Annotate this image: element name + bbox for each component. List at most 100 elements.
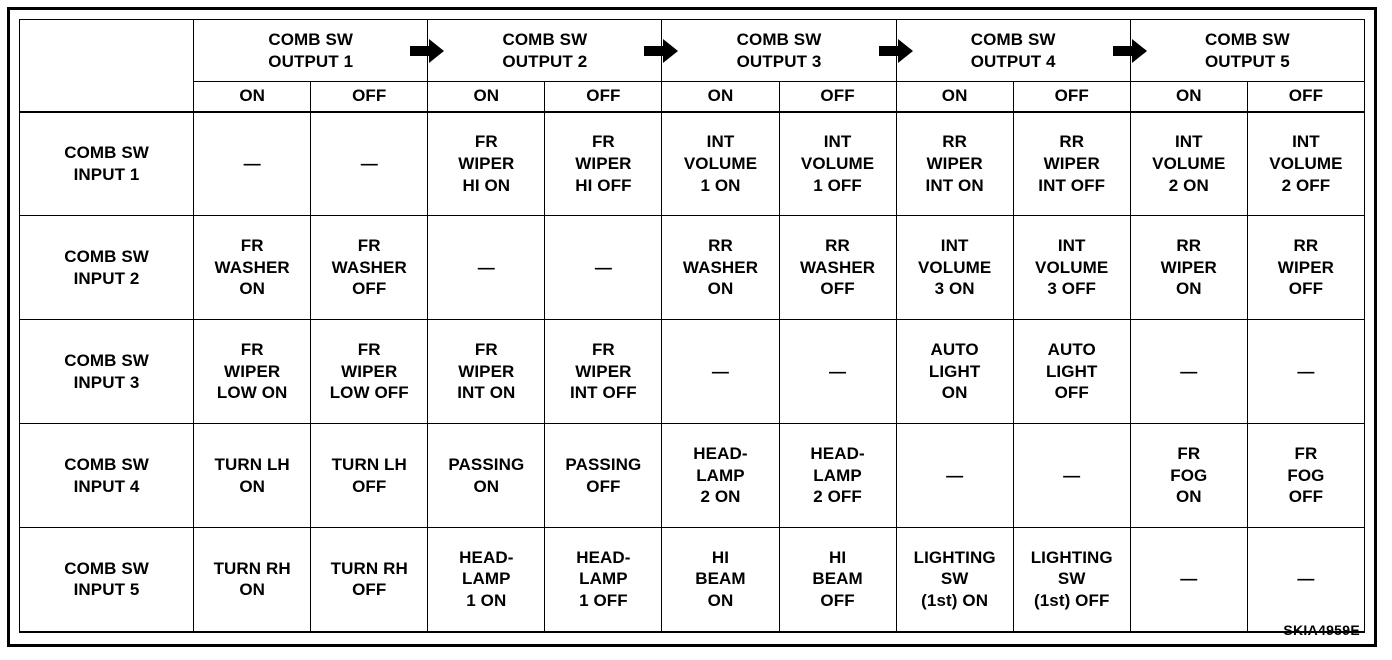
matrix-cell-line: WIPER	[341, 361, 398, 381]
matrix-cell-line: PASSING	[565, 454, 642, 474]
matrix-cell-line: WASHER	[799, 257, 876, 277]
column-group-title-line2: OUTPUT 1	[268, 51, 354, 71]
matrix-cell-line: INT OFF	[569, 383, 637, 403]
matrix-cell-line: 2 ON	[1168, 175, 1209, 195]
matrix-cell-line: LIGHT	[1045, 361, 1098, 381]
figure-caption: SKIA4959E	[1283, 622, 1360, 638]
matrix-cell-line: INT	[1292, 132, 1320, 152]
matrix-cell-line: LIGHTING	[1030, 547, 1113, 567]
matrix-cell-line: ON	[1175, 279, 1202, 299]
matrix-cell-line: HEAD-	[459, 547, 514, 567]
row-header-line1: COMB SW	[64, 350, 149, 370]
matrix-cell-line: HEAD-	[693, 443, 748, 463]
column-group-title-line1: COMB SW	[736, 29, 822, 49]
matrix-cell-line: FR	[474, 132, 498, 152]
column-group-title-line2: OUTPUT 4	[970, 51, 1056, 71]
matrix-cell-line: LIGHT	[928, 361, 981, 381]
matrix-cell-line: —	[1297, 361, 1315, 381]
matrix-cell-r4-c7: —	[895, 423, 1014, 528]
column-state-header-1-on: ON	[193, 81, 312, 112]
matrix-cell-line: FOG	[1170, 465, 1208, 485]
matrix-cell-line: VOLUME	[800, 153, 875, 173]
matrix-cell-line: HI	[711, 547, 730, 567]
matrix-cell-line: INT ON	[457, 383, 516, 403]
matrix-cell-line: TURN LH	[214, 454, 290, 474]
column-state-header-4-off: OFF	[1012, 81, 1131, 112]
row-header-line2: INPUT 4	[73, 476, 140, 496]
table-corner-cell	[18, 19, 195, 112]
matrix-cell-line: LAMP	[579, 569, 628, 589]
matrix-cell-line: —	[1180, 361, 1198, 381]
row-header-line2: INPUT 1	[73, 164, 140, 184]
column-group-title-line2: OUTPUT 3	[736, 51, 822, 71]
matrix-cell-line: ON	[1175, 487, 1202, 507]
matrix-cell-line: ON	[941, 383, 968, 403]
matrix-cell-line: WASHER	[331, 257, 407, 277]
matrix-cell-line: INT	[1174, 132, 1203, 152]
matrix-cell-r1-c1: —	[193, 110, 312, 216]
column-state-header-4-on: ON	[895, 81, 1014, 112]
matrix-cell-line: INT	[940, 235, 969, 255]
matrix-cell-line: —	[711, 361, 730, 381]
matrix-cell-r1-c2: —	[310, 110, 429, 216]
matrix-cell-line: TURN LH	[331, 454, 407, 474]
matrix-cell-line: OFF	[352, 580, 387, 600]
matrix-cell-line: OFF	[352, 279, 387, 299]
matrix-cell-line: WASHER	[682, 257, 759, 277]
matrix-cell-line: —	[946, 465, 964, 485]
matrix-cell-line: 2 OFF	[813, 487, 862, 507]
matrix-cell-line: OFF	[352, 476, 387, 496]
matrix-cell-line: FOG	[1287, 465, 1325, 485]
matrix-cell-line: ON	[707, 591, 734, 611]
matrix-cell-line: FR	[1177, 443, 1201, 463]
matrix-cell-line: HI	[828, 547, 847, 567]
matrix-cell-line: —	[1297, 569, 1315, 589]
matrix-cell-r3-c10: —	[1246, 319, 1366, 424]
matrix-cell-line: RR	[1059, 132, 1085, 152]
matrix-cell-line: FR	[240, 339, 264, 359]
matrix-cell-line: 1 OFF	[579, 591, 628, 611]
matrix-cell-line: —	[477, 257, 495, 277]
matrix-cell-line: OFF	[1054, 383, 1089, 403]
matrix-cell-line: 1 ON	[466, 591, 507, 611]
matrix-cell-line: VOLUME	[1152, 153, 1226, 173]
matrix-cell-r2-c4: —	[544, 215, 663, 320]
matrix-cell-line: WIPER	[224, 361, 281, 381]
matrix-cell-line: AUTO	[930, 339, 979, 359]
matrix-cell-line: LIGHTING	[913, 547, 996, 567]
matrix-cell-r3-c9: —	[1129, 319, 1248, 424]
row-header-line1: COMB SW	[64, 558, 149, 578]
matrix-cell-line: —	[829, 361, 847, 381]
